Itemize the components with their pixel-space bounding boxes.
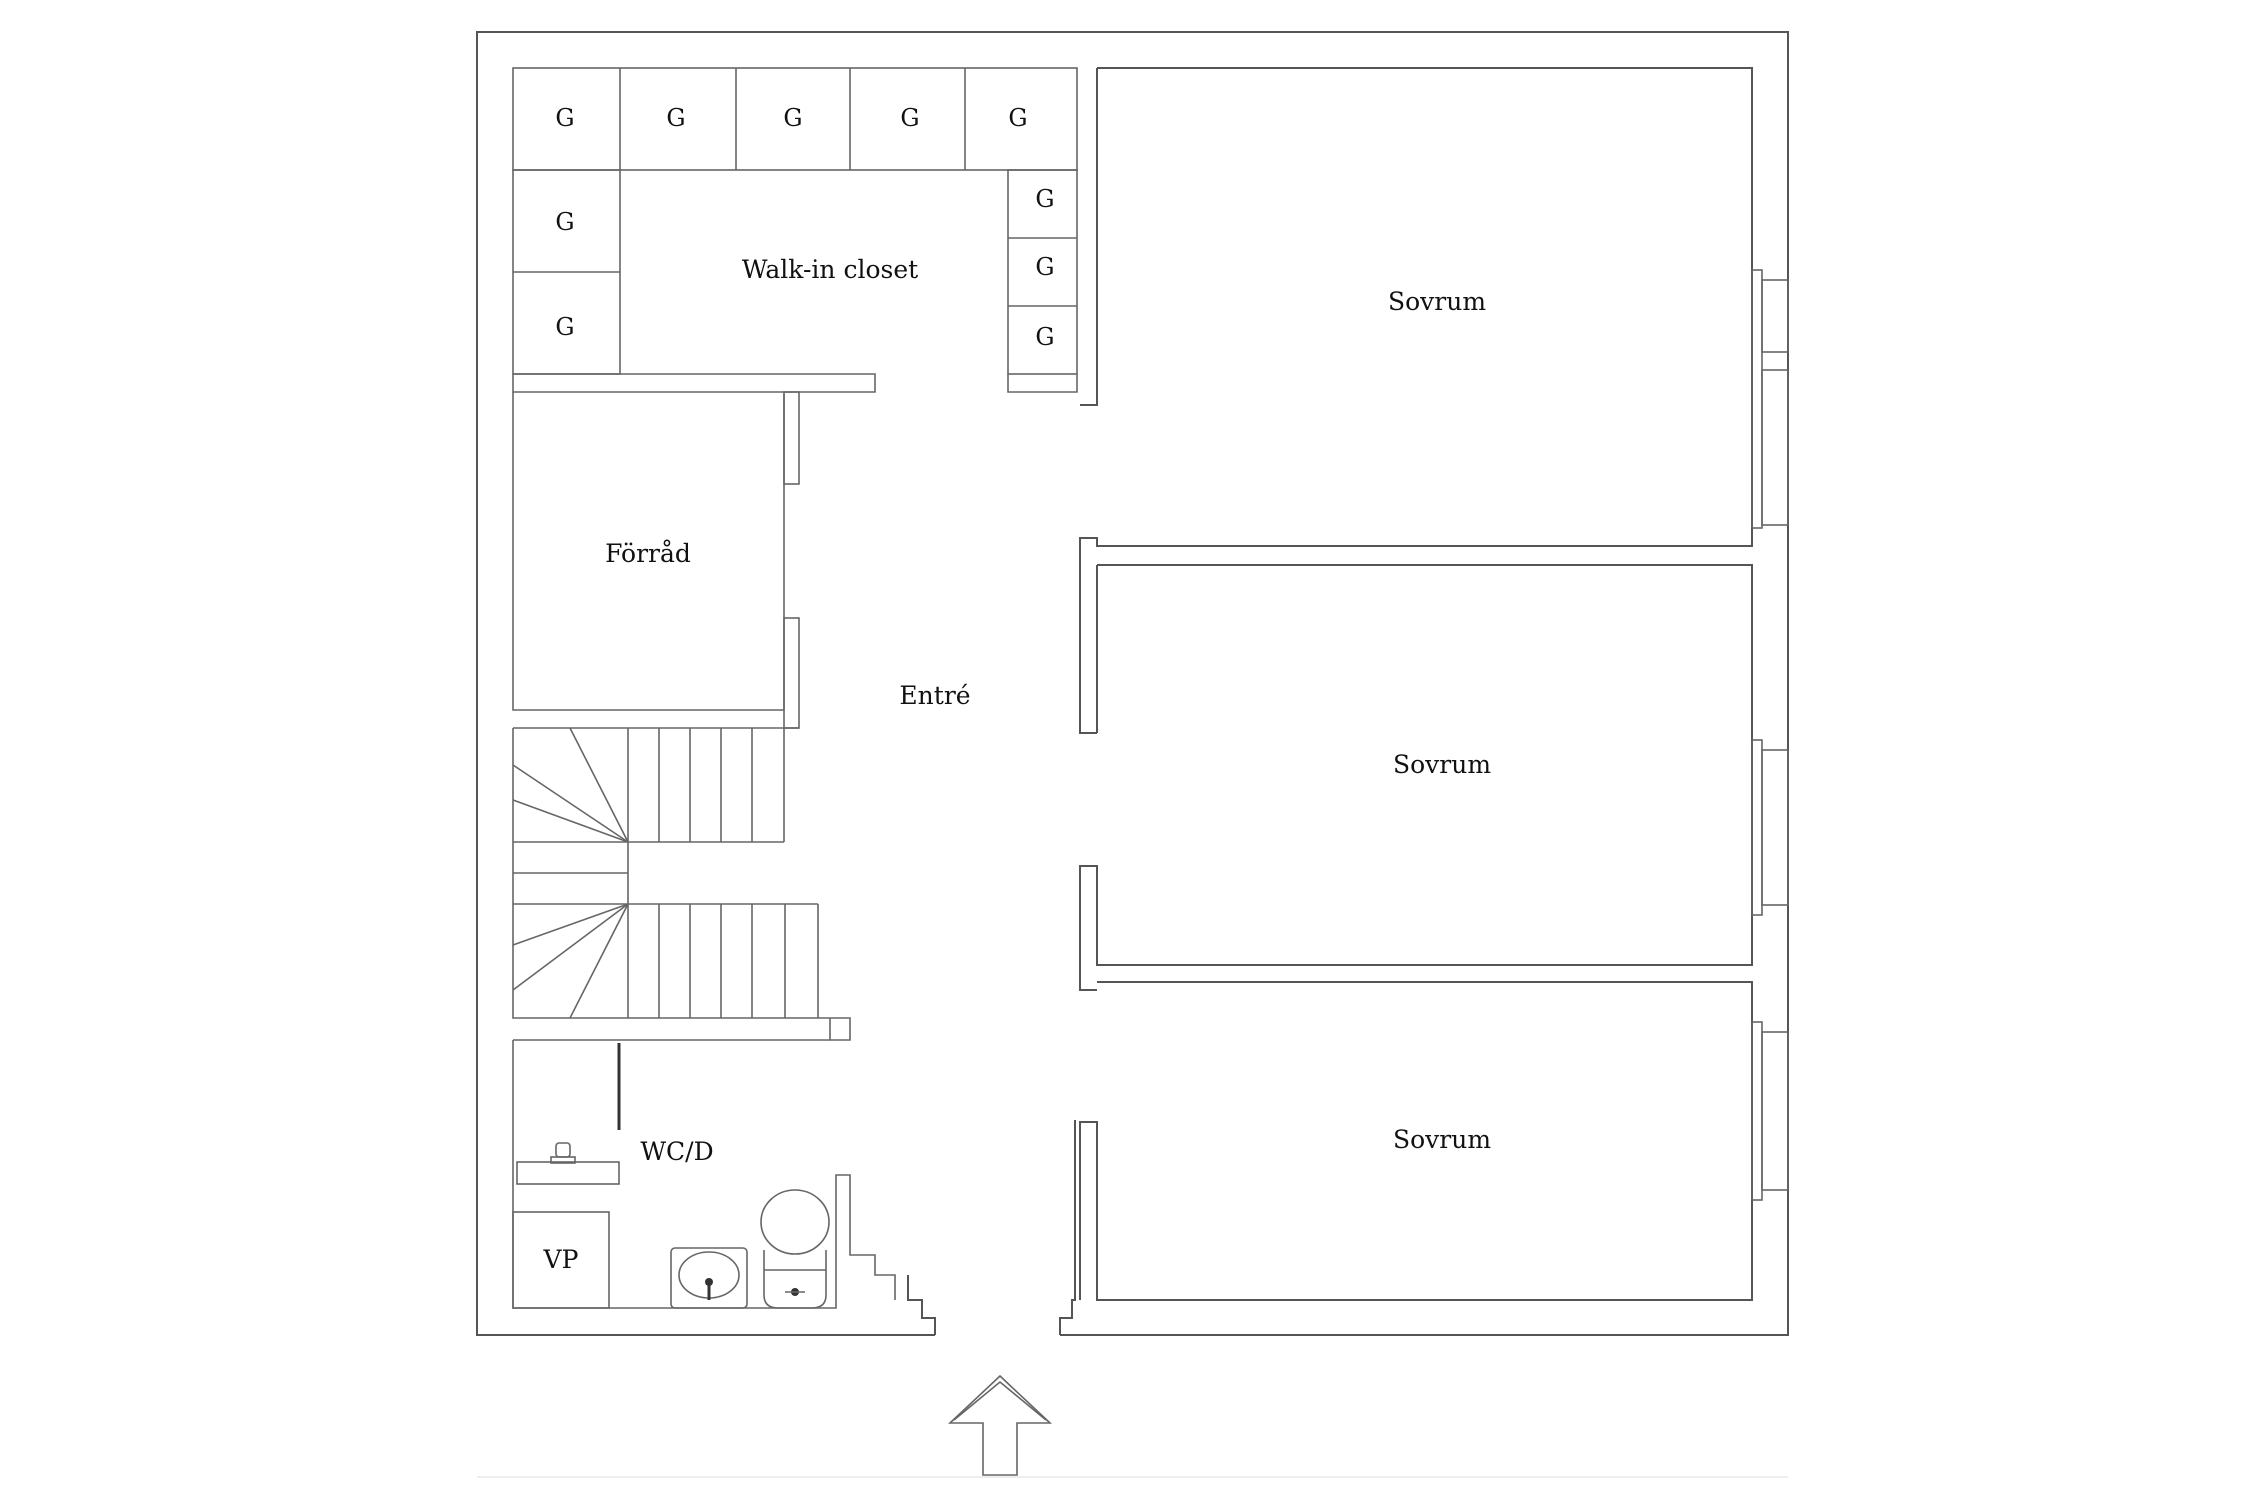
wardrobe-g-2: G	[666, 104, 685, 132]
wc-label: WC/D	[640, 1137, 713, 1166]
toilet-icon	[760, 1189, 830, 1309]
wardrobe-g-5: G	[1008, 104, 1027, 132]
walk-in-closet: Walk-in closet	[512, 67, 1078, 393]
wardrobe-g-9: G	[1035, 253, 1054, 281]
entrance-arrow-icon	[947, 1374, 1053, 1476]
wardrobe-g-10: G	[1035, 323, 1054, 351]
wardrobe-g-3: G	[783, 104, 802, 132]
bedroom-1: Sovrum	[1079, 67, 1789, 734]
tap-icon	[550, 1142, 576, 1164]
staircase	[512, 727, 851, 1041]
sink-icon	[670, 1247, 748, 1309]
wardrobe-g-6: G	[555, 208, 574, 236]
wardrobe-g-4: G	[900, 104, 919, 132]
storage-label: Förråd	[605, 539, 691, 568]
entrance-label: Entré	[899, 681, 970, 710]
wardrobe-g-8: G	[1035, 185, 1054, 213]
wardrobe-g-7: G	[555, 313, 574, 341]
bedroom-2: Sovrum	[1079, 564, 1789, 991]
water-heater-label: VP	[543, 1245, 579, 1274]
outer-walls	[476, 31, 1789, 1336]
bedroom-2-label: Sovrum	[1393, 750, 1491, 779]
wc-room: VP WC/D	[512, 1039, 896, 1309]
bedroom-3-label: Sovrum	[1393, 1125, 1491, 1154]
bedroom-3: Sovrum	[1079, 981, 1789, 1301]
wardrobe-labels: G G G G G G G G G G	[555, 104, 1054, 351]
storage-room: Förråd	[512, 391, 800, 729]
bedroom-1-label: Sovrum	[1388, 287, 1486, 316]
wardrobe-g-1: G	[555, 104, 574, 132]
walk-in-closet-label: Walk-in closet	[742, 255, 918, 284]
